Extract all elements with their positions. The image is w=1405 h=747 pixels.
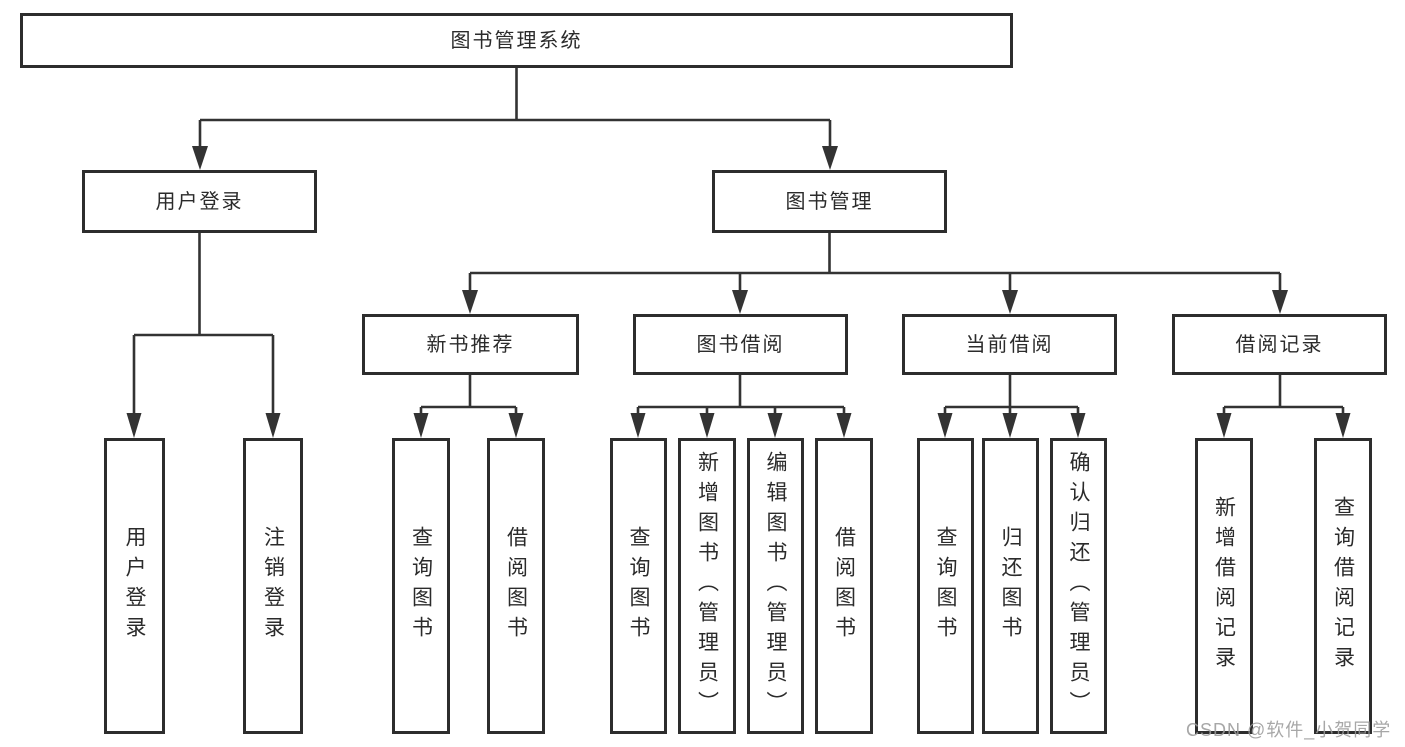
node-root-library-system: 图书管理系统 (20, 13, 1013, 68)
connector-book-mgmt-to-level3 (468, 233, 1282, 291)
node-label: 新增借阅记录 (1212, 496, 1236, 676)
connector-new-book-children (419, 375, 518, 414)
csdn-watermark: CSDN @软件_小贺同学 (1186, 720, 1392, 740)
node-label: 查询图书 (934, 526, 957, 646)
leaf-logout: 注销登录 (243, 438, 303, 734)
node-label: 确认归还（管理员） (1067, 451, 1090, 721)
node-label: 新书推荐 (426, 333, 515, 356)
node-label: 查询图书 (627, 526, 650, 646)
connector-current-borrow-children (943, 375, 1080, 414)
leaf-query-books-borrowing: 查询图书 (610, 438, 667, 734)
node-label: 图书借阅 (696, 333, 785, 356)
node-label: 编辑图书（管理员） (764, 451, 787, 721)
node-label: 查询借阅记录 (1331, 496, 1355, 676)
node-book-management: 图书管理 (712, 170, 947, 233)
node-label: 图书管理 (785, 190, 874, 213)
node-label: 用户登录 (123, 526, 146, 646)
arrow-down-icons-leaves (126, 413, 1351, 438)
node-borrowing-records: 借阅记录 (1172, 314, 1387, 375)
node-label: 借阅记录 (1235, 333, 1324, 356)
node-label: 图书管理系统 (450, 29, 583, 52)
connector-root-to-level2 (198, 68, 832, 147)
node-current-borrowing: 当前借阅 (902, 314, 1117, 375)
node-book-borrowing: 图书借阅 (633, 314, 848, 375)
leaf-user-login: 用户登录 (104, 438, 165, 734)
leaf-borrow-books-recommendation: 借阅图书 (487, 438, 545, 734)
node-label: 用户登录 (155, 190, 244, 213)
leaf-query-books-recommendation: 查询图书 (392, 438, 450, 734)
node-user-login: 用户登录 (82, 170, 317, 233)
leaf-edit-books-admin: 编辑图书（管理员） (747, 438, 804, 734)
leaf-borrow-books-borrowing: 借阅图书 (815, 438, 873, 734)
arrow-down-icons-level2 (192, 146, 838, 170)
node-label: 查询图书 (409, 526, 433, 646)
node-label: 当前借阅 (965, 333, 1054, 356)
node-label: 借阅图书 (504, 526, 528, 646)
leaf-return-books: 归还图书 (982, 438, 1039, 734)
connector-book-borrow-children (636, 375, 846, 414)
node-new-book-recommendation: 新书推荐 (362, 314, 579, 375)
node-label: 借阅图书 (832, 526, 856, 646)
node-label: 新增图书（管理员） (695, 451, 719, 721)
connector-borrow-records-children (1222, 375, 1345, 414)
connector-user-login-children (132, 233, 275, 414)
leaf-confirm-return-admin: 确认归还（管理员） (1050, 438, 1107, 734)
leaf-query-books-current: 查询图书 (917, 438, 974, 734)
arrow-down-icons-level3 (462, 290, 1288, 314)
leaf-add-books-admin: 新增图书（管理员） (678, 438, 736, 734)
node-label: 归还图书 (999, 526, 1022, 646)
node-label: 注销登录 (261, 526, 285, 646)
leaf-add-borrowing-record: 新增借阅记录 (1195, 438, 1253, 734)
leaf-query-borrowing-record: 查询借阅记录 (1314, 438, 1372, 734)
